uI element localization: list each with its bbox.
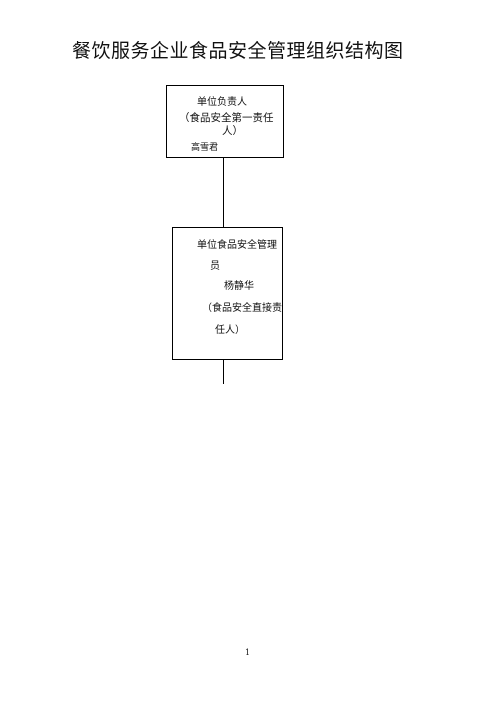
- node-role-label-cont: 员: [210, 261, 220, 272]
- node-role-label: 单位食品安全管理: [197, 240, 277, 251]
- org-node-unit-head: 单位负责人 （食品安全第一责任 人） 高雪君: [166, 85, 284, 158]
- node-person-name: 杨静华: [224, 281, 254, 292]
- node-duty-label-cont: 任人）: [215, 325, 245, 336]
- page-number: 1: [245, 648, 251, 657]
- connector-line: [223, 360, 224, 384]
- connector-line: [223, 158, 224, 227]
- org-node-food-safety-manager: 单位食品安全管理 员 杨静华 （食品安全直接责 任人）: [172, 227, 283, 360]
- node-duty-label: （食品安全第一责任: [179, 112, 274, 124]
- node-duty-label-cont: 人）: [222, 125, 243, 137]
- page-title: 餐饮服务企业食品安全管理组织结构图: [72, 40, 404, 62]
- node-person-name: 高雪君: [191, 143, 219, 153]
- node-duty-label: （食品安全直接责: [202, 303, 282, 314]
- node-role-label: 单位负责人: [197, 97, 247, 108]
